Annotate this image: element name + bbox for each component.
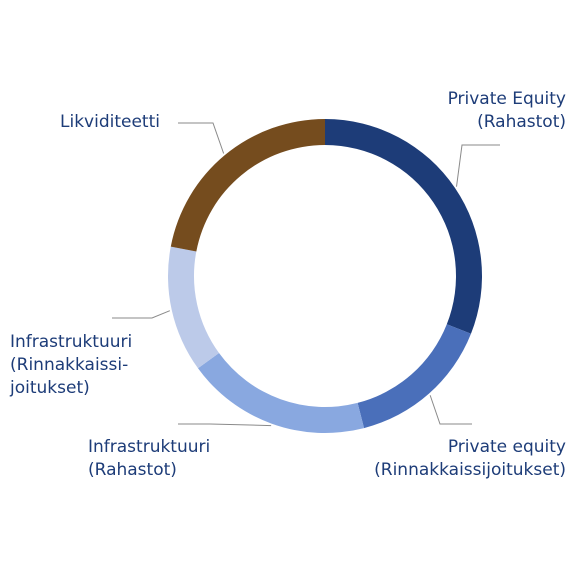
leader-line	[456, 144, 500, 187]
label-line: Infrastruktuuri	[10, 332, 133, 352]
donut-slice	[170, 118, 325, 252]
label-infrastruktuuri-rahastot: Infrastruktuuri (Rahastot)	[88, 436, 210, 482]
leader-line	[429, 395, 472, 425]
leader-line	[178, 122, 225, 154]
label-line: (Rahastot)	[88, 460, 177, 480]
donut-slice	[167, 246, 220, 369]
label-line: (Rahastot)	[477, 112, 566, 132]
label-private-equity-rahastot: Private Equity (Rahastot)	[448, 88, 566, 134]
label-line: joitukset)	[10, 378, 90, 398]
label-line: Infrastruktuuri	[88, 437, 211, 457]
donut-slice	[325, 119, 482, 334]
label-line: (Rinnakkaissi-	[10, 355, 129, 375]
leader-line	[178, 423, 272, 427]
donut-slice	[197, 352, 365, 434]
label-line: (Rinnakkaissijoitukset)	[374, 460, 566, 480]
leader-lines	[112, 122, 500, 427]
label-line: Private Equity	[447, 89, 566, 109]
donut-slices	[167, 118, 482, 434]
leader-line	[112, 310, 171, 319]
label-private-equity-rinnakkais: Private equity (Rinnakkaissijoitukset)	[374, 436, 566, 482]
label-likviditeetti: Likviditeetti	[60, 111, 160, 134]
donut-slice	[357, 324, 471, 429]
label-line: Likviditeetti	[60, 112, 160, 132]
label-line: Private equity	[447, 437, 566, 457]
label-infrastruktuuri-rinnakkais: Infrastruktuuri (Rinnakkaissi- joitukset…	[10, 331, 132, 400]
